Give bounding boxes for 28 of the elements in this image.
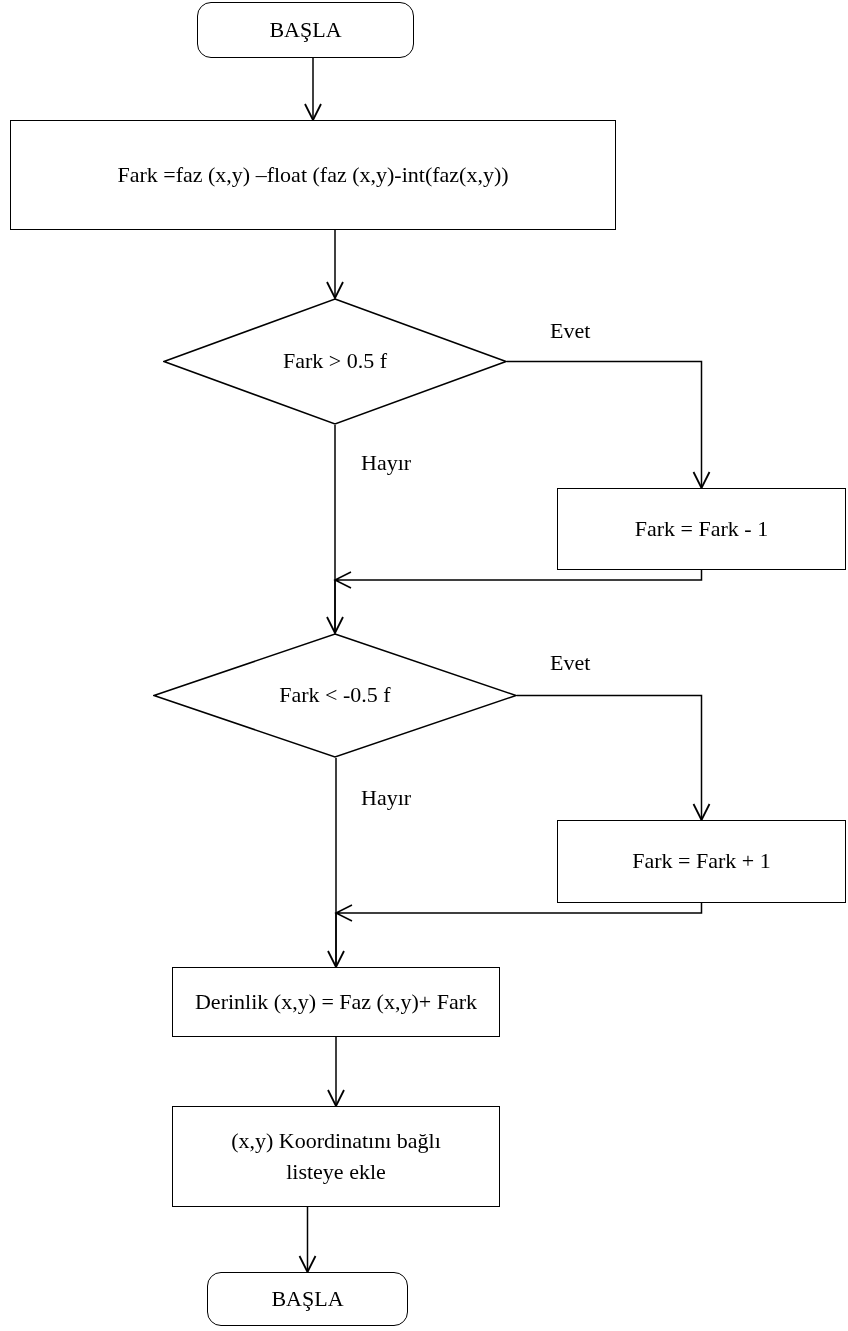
node-text: Fark > 0.5 f (281, 347, 389, 376)
node-text: Fark = Fark - 1 (633, 514, 770, 543)
arrow (516, 694, 711, 821)
node-text: BAŞLA (268, 15, 343, 44)
node-text: Fark < -0.5 f (278, 681, 392, 710)
arrow (304, 57, 322, 121)
arrow (334, 902, 703, 968)
terminal-box (197, 2, 414, 58)
decision-diamond (153, 633, 517, 758)
arrow (327, 1036, 345, 1107)
process-box (557, 488, 846, 570)
node-text: (x,y) Koordinatını bağlı listeye ekle (230, 1126, 442, 1186)
arrow (333, 569, 703, 634)
arrow (326, 229, 344, 299)
node-text: Derinlik (x,y) = Faz (x,y)+ Fark (194, 987, 478, 1016)
arrow (326, 424, 344, 634)
process-box (10, 120, 616, 230)
node-text: Fark = Fark + 1 (631, 847, 772, 876)
process-box (172, 1106, 500, 1207)
arrow (298, 1206, 317, 1273)
decision-diamond (163, 298, 507, 425)
process-box (557, 820, 846, 903)
arrow (327, 757, 345, 968)
node-text: Fark =faz (x,y) –float (faz (x,y)-int(faz(x,y)) (116, 160, 510, 189)
node-text: BAŞLA (270, 1284, 345, 1313)
process-box (172, 967, 500, 1037)
arrow (506, 360, 711, 489)
terminal-box (207, 1272, 408, 1326)
